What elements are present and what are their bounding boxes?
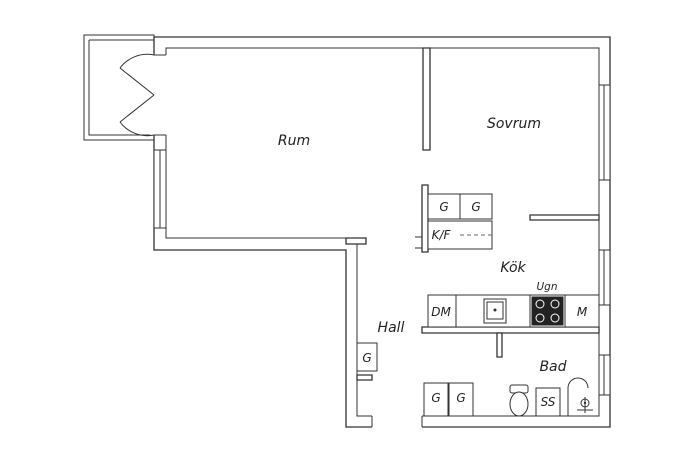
kitchen-counter xyxy=(427,294,600,328)
wardrobe-label: G xyxy=(431,391,440,405)
wardrobe-group-top xyxy=(415,193,493,250)
window-left xyxy=(153,149,167,229)
stove-icon xyxy=(531,296,564,326)
window-kok xyxy=(598,249,611,306)
room-label-rum: Rum xyxy=(278,133,310,149)
wardrobe-label: G xyxy=(362,351,371,365)
balcony-door xyxy=(119,53,170,137)
room-label-bad: Bad xyxy=(539,359,566,375)
room-label-kok: Kök xyxy=(500,260,526,276)
wardrobe-group-bottom xyxy=(423,382,474,417)
wardrobe-hall xyxy=(356,342,378,372)
entrance xyxy=(371,414,423,430)
toilet-icon xyxy=(509,384,529,417)
washer-label: SS xyxy=(541,395,556,409)
window-bad xyxy=(598,354,611,396)
room-label-hall: Hall xyxy=(378,320,405,336)
shower-icon xyxy=(567,377,593,416)
interior-walls xyxy=(345,47,600,381)
washer xyxy=(535,387,561,417)
wardrobe-label: G xyxy=(471,200,480,214)
room-label-sovrum: Sovrum xyxy=(487,116,541,132)
window-sovrum xyxy=(598,84,611,181)
dishwasher-label: DM xyxy=(431,305,451,319)
balcony xyxy=(83,34,155,141)
microwave-label: M xyxy=(577,305,588,319)
fridge-freezer-label: K/F xyxy=(432,228,452,242)
wardrobe-label: G xyxy=(456,391,465,405)
wardrobe-label: G xyxy=(439,200,448,214)
oven-label: Ugn xyxy=(536,281,557,293)
